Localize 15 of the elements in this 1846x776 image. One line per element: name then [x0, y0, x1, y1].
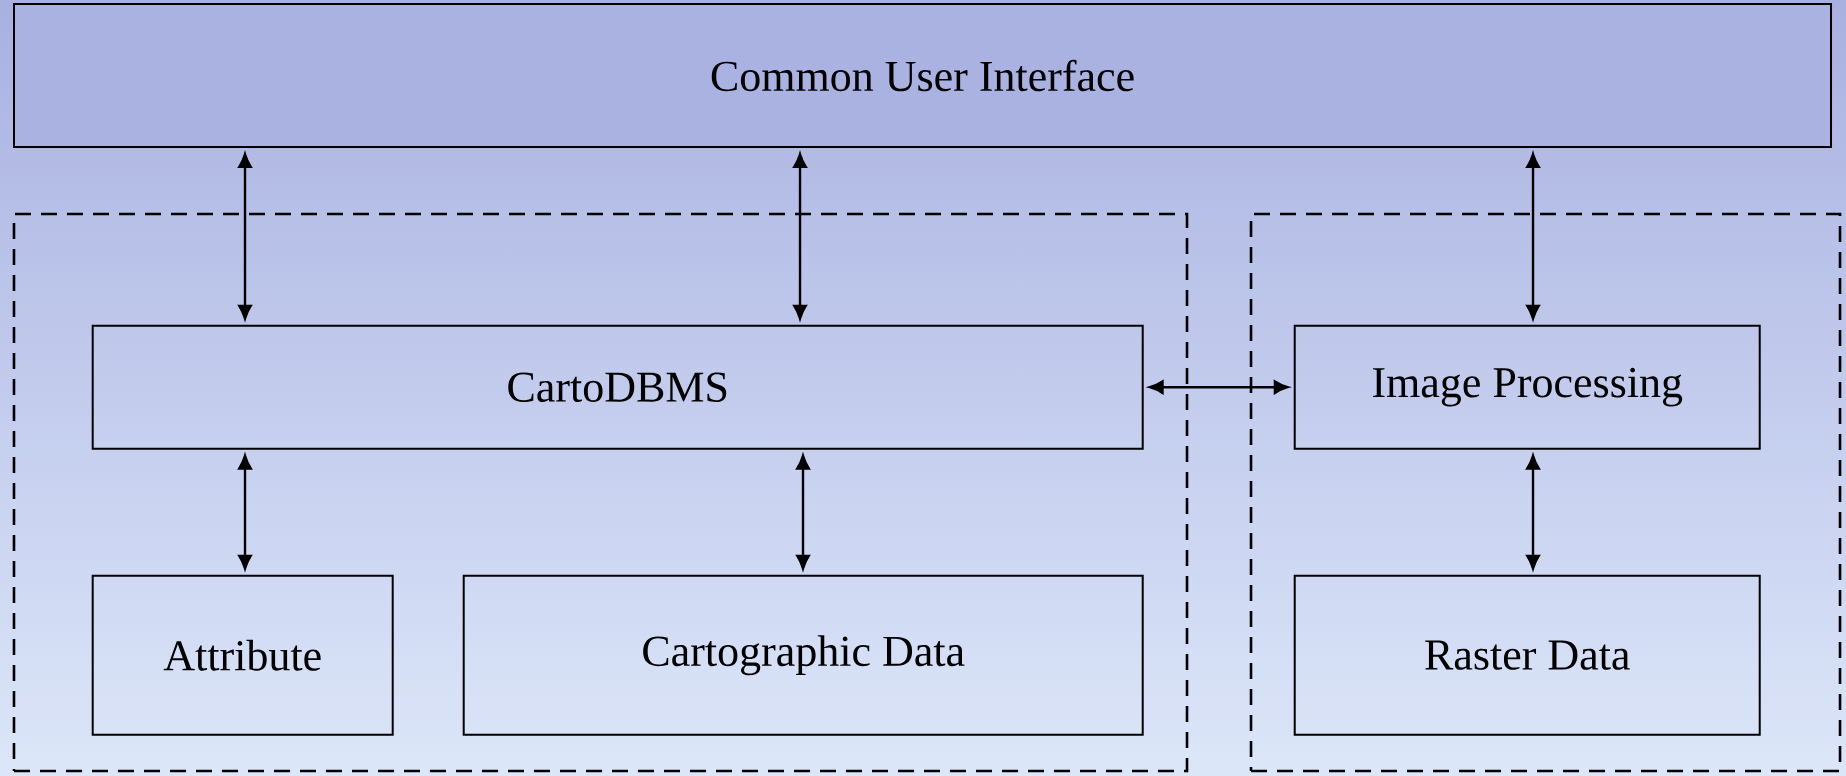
arrow [1526, 153, 1540, 320]
group-frame [12, 212, 1189, 773]
arrow [793, 153, 807, 320]
arrow [796, 454, 810, 570]
arrow [238, 454, 252, 570]
arrow [238, 153, 252, 320]
module-box: Image Processing [1293, 324, 1761, 450]
module-box: Raster Data [1293, 574, 1761, 736]
group-frame [1249, 212, 1842, 773]
module-box: Attribute [91, 574, 394, 736]
arrow [1148, 380, 1289, 395]
module-box: Cartographic Data [462, 574, 1144, 736]
interface-box: Common User Interface [13, 3, 1832, 148]
arrow [1526, 454, 1540, 570]
module-box: CartoDBMS [91, 324, 1144, 450]
